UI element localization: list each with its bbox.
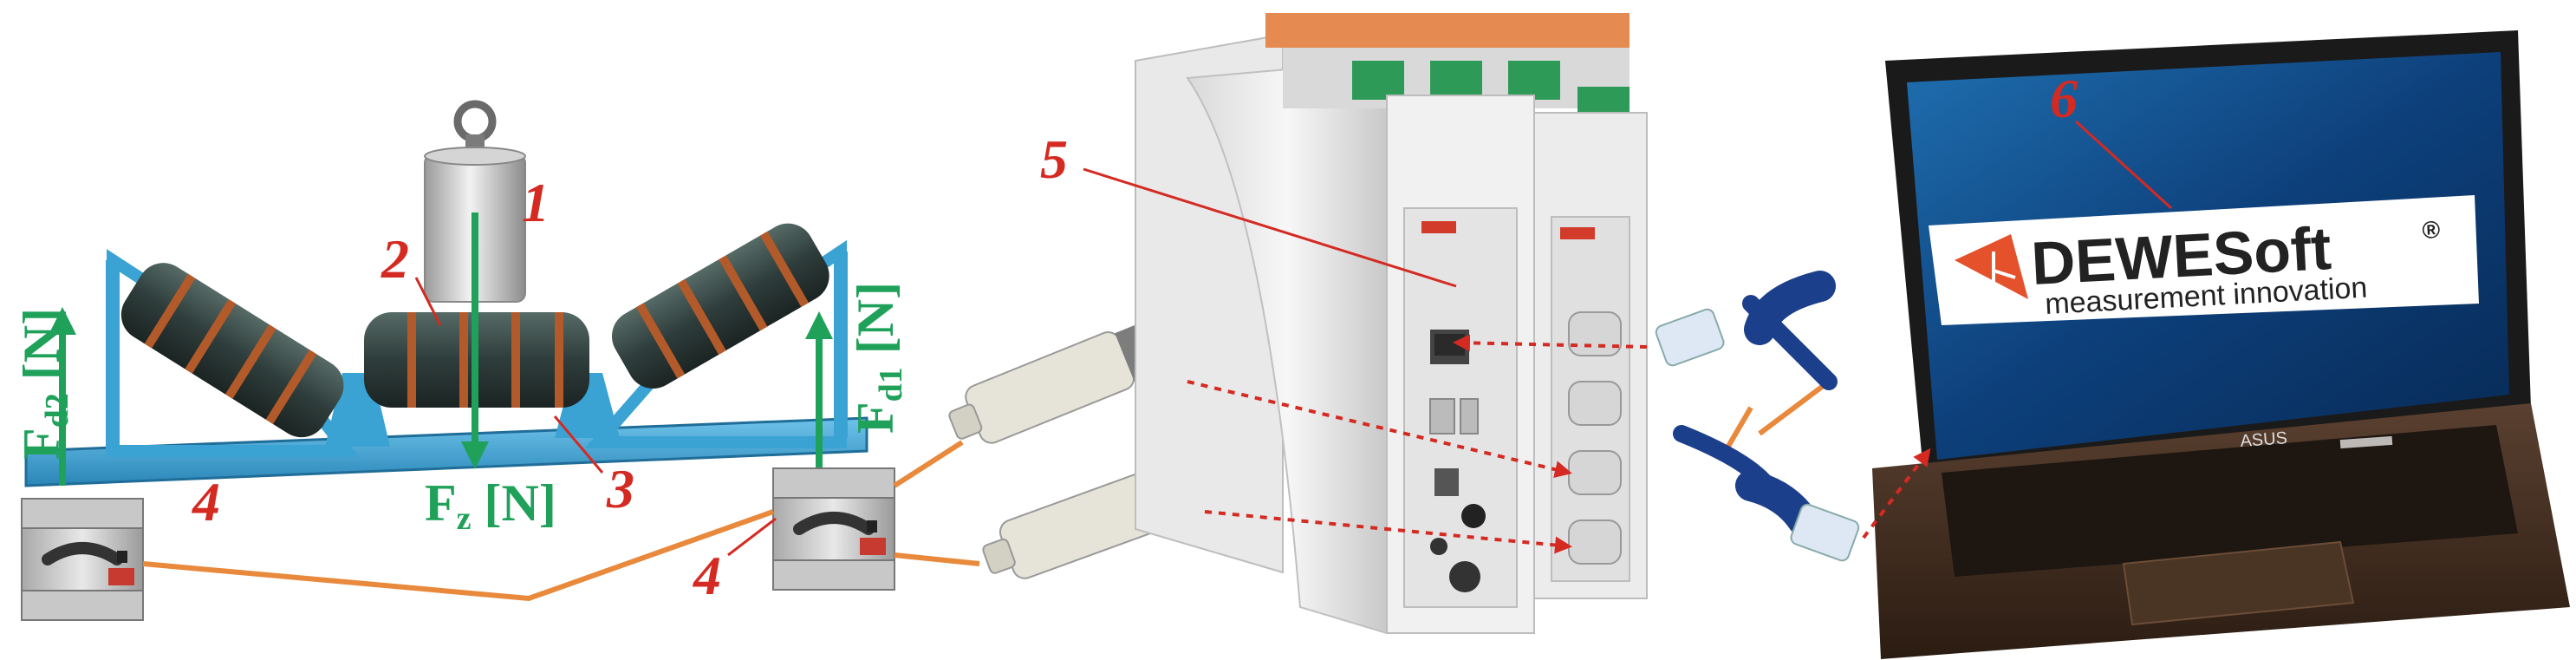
force-label-fd2: Fd2 [N]: [13, 308, 75, 460]
laptop-brand: DEWESoft: [2030, 214, 2333, 297]
daq-unit: [1135, 13, 1648, 635]
roller-right: [611, 223, 829, 389]
roller-left: [120, 263, 344, 438]
load-cell-right: [772, 467, 895, 591]
ethernet-cable-lower: [1673, 425, 1860, 562]
sensor-cables: [142, 379, 1831, 602]
label-2-roller: 2: [381, 228, 409, 290]
label-4-load-cell-left: 4: [192, 471, 220, 533]
label-1-weight: 1: [522, 172, 550, 233]
label-5-daq: 5: [1040, 128, 1068, 190]
label-4-load-cell-right: 4: [693, 545, 721, 606]
connection-arrows: [1187, 334, 1931, 554]
laptop: [1872, 30, 2570, 659]
force-label-fd1: Fd1 [N]: [847, 282, 909, 434]
label-3-frame: 3: [606, 458, 634, 520]
laptop-maker: ASUS: [2240, 428, 2288, 451]
label-6-laptop: 6: [2050, 68, 2078, 129]
load-cell-left: [21, 498, 144, 621]
laptop-brand-registered: ®: [2422, 216, 2442, 244]
callout-lines: [414, 120, 2173, 557]
force-label-fz: Fz [N]: [425, 474, 556, 537]
ethernet-cable-upper: [1655, 271, 1838, 390]
